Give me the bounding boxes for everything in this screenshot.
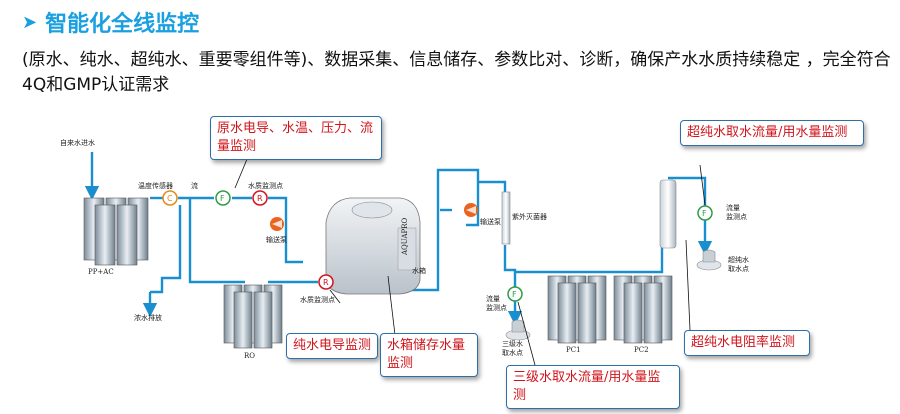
page-title: ➤ 智能化全线监控	[22, 6, 199, 38]
brand-label: AQUAPRO	[401, 217, 409, 256]
label-tap-inlet: 自来水进水	[60, 138, 95, 147]
flow-sensor-icon: F	[507, 286, 523, 302]
callout-ultrapure-flow: 超纯水取水流量/用水量监测	[680, 120, 864, 146]
label-ro: RO	[244, 352, 255, 360]
label-flow-point1: 流量	[486, 294, 500, 303]
callout-pure-conductivity: 纯水电导监测	[286, 333, 378, 359]
label-wastewater: 浓水排放	[134, 313, 162, 322]
symbol-f: F	[220, 194, 225, 203]
callout-raw-water: 原水电导、水温、压力、流量监测	[210, 116, 382, 160]
label-ultrapure-point2: 取水点	[728, 264, 749, 273]
ro-module	[223, 284, 283, 349]
symbol-c: C	[167, 194, 173, 203]
label-tertiary-point: 三级水	[502, 339, 523, 348]
symbol-r: R	[323, 278, 329, 287]
water-tank-machine: AQUAPRO	[325, 197, 421, 295]
label-ultrapure-point: 超纯水	[728, 255, 749, 264]
description: (原水、纯水、超纯水、重要零组件等)、数据采集、信息储存、参数比对、诊断，确保产…	[22, 50, 891, 95]
symbol-f: F	[702, 209, 707, 218]
label-temp-sensor: 温度传感器	[138, 181, 173, 190]
label-tank: 水箱	[412, 266, 426, 275]
flow-sensor-icon: F	[697, 205, 713, 221]
tap-icon	[505, 319, 531, 341]
callout-tank-level: 水箱储存水量监测	[380, 333, 478, 377]
label-quality-point: 水质监测点	[248, 181, 283, 190]
symbol-r: R	[257, 194, 263, 203]
quality-sensor-icon: R	[318, 274, 334, 290]
temp-sensor-icon: C	[162, 190, 178, 206]
title-text: 智能化全线监控	[45, 12, 200, 37]
symbol-f: F	[512, 290, 517, 299]
label-pump2: 输送泵	[480, 217, 501, 226]
label-flow-point2b: 监测点	[726, 212, 747, 221]
pp-ac-module	[83, 197, 149, 266]
label-pc2: PC2	[634, 346, 649, 354]
pump-icon	[270, 217, 284, 231]
label-flow-point1b: 监测点	[486, 303, 507, 312]
label-pc1: PC1	[566, 346, 581, 354]
chevron-right-icon: ➤	[22, 11, 38, 33]
pump-icon	[464, 203, 478, 217]
pc2-module	[613, 275, 673, 344]
label-tertiary-point2: 取水点	[502, 348, 523, 357]
label-flow: 流	[191, 181, 198, 190]
tap-icon	[696, 249, 722, 271]
label-flow-point2: 流量	[726, 203, 740, 212]
ultrapure-column	[659, 179, 677, 249]
callout-tertiary-flow: 三级水取水流量/用水量监测	[506, 365, 680, 409]
callout-ultrapure-resistivity: 超纯水电阻率监测	[684, 330, 810, 356]
uv-sterilizer	[501, 191, 511, 245]
label-quality-point2: 水质监测点	[300, 295, 335, 304]
label-pp-ac: PP+AC	[88, 268, 114, 276]
quality-sensor-icon: R	[252, 190, 268, 206]
label-pump1: 输送泵	[266, 235, 287, 244]
callout-leaders	[234, 151, 706, 366]
flow-sensor-icon: F	[215, 190, 231, 206]
label-uv: 紫外灭菌器	[512, 212, 547, 221]
pc1-module	[547, 275, 607, 344]
